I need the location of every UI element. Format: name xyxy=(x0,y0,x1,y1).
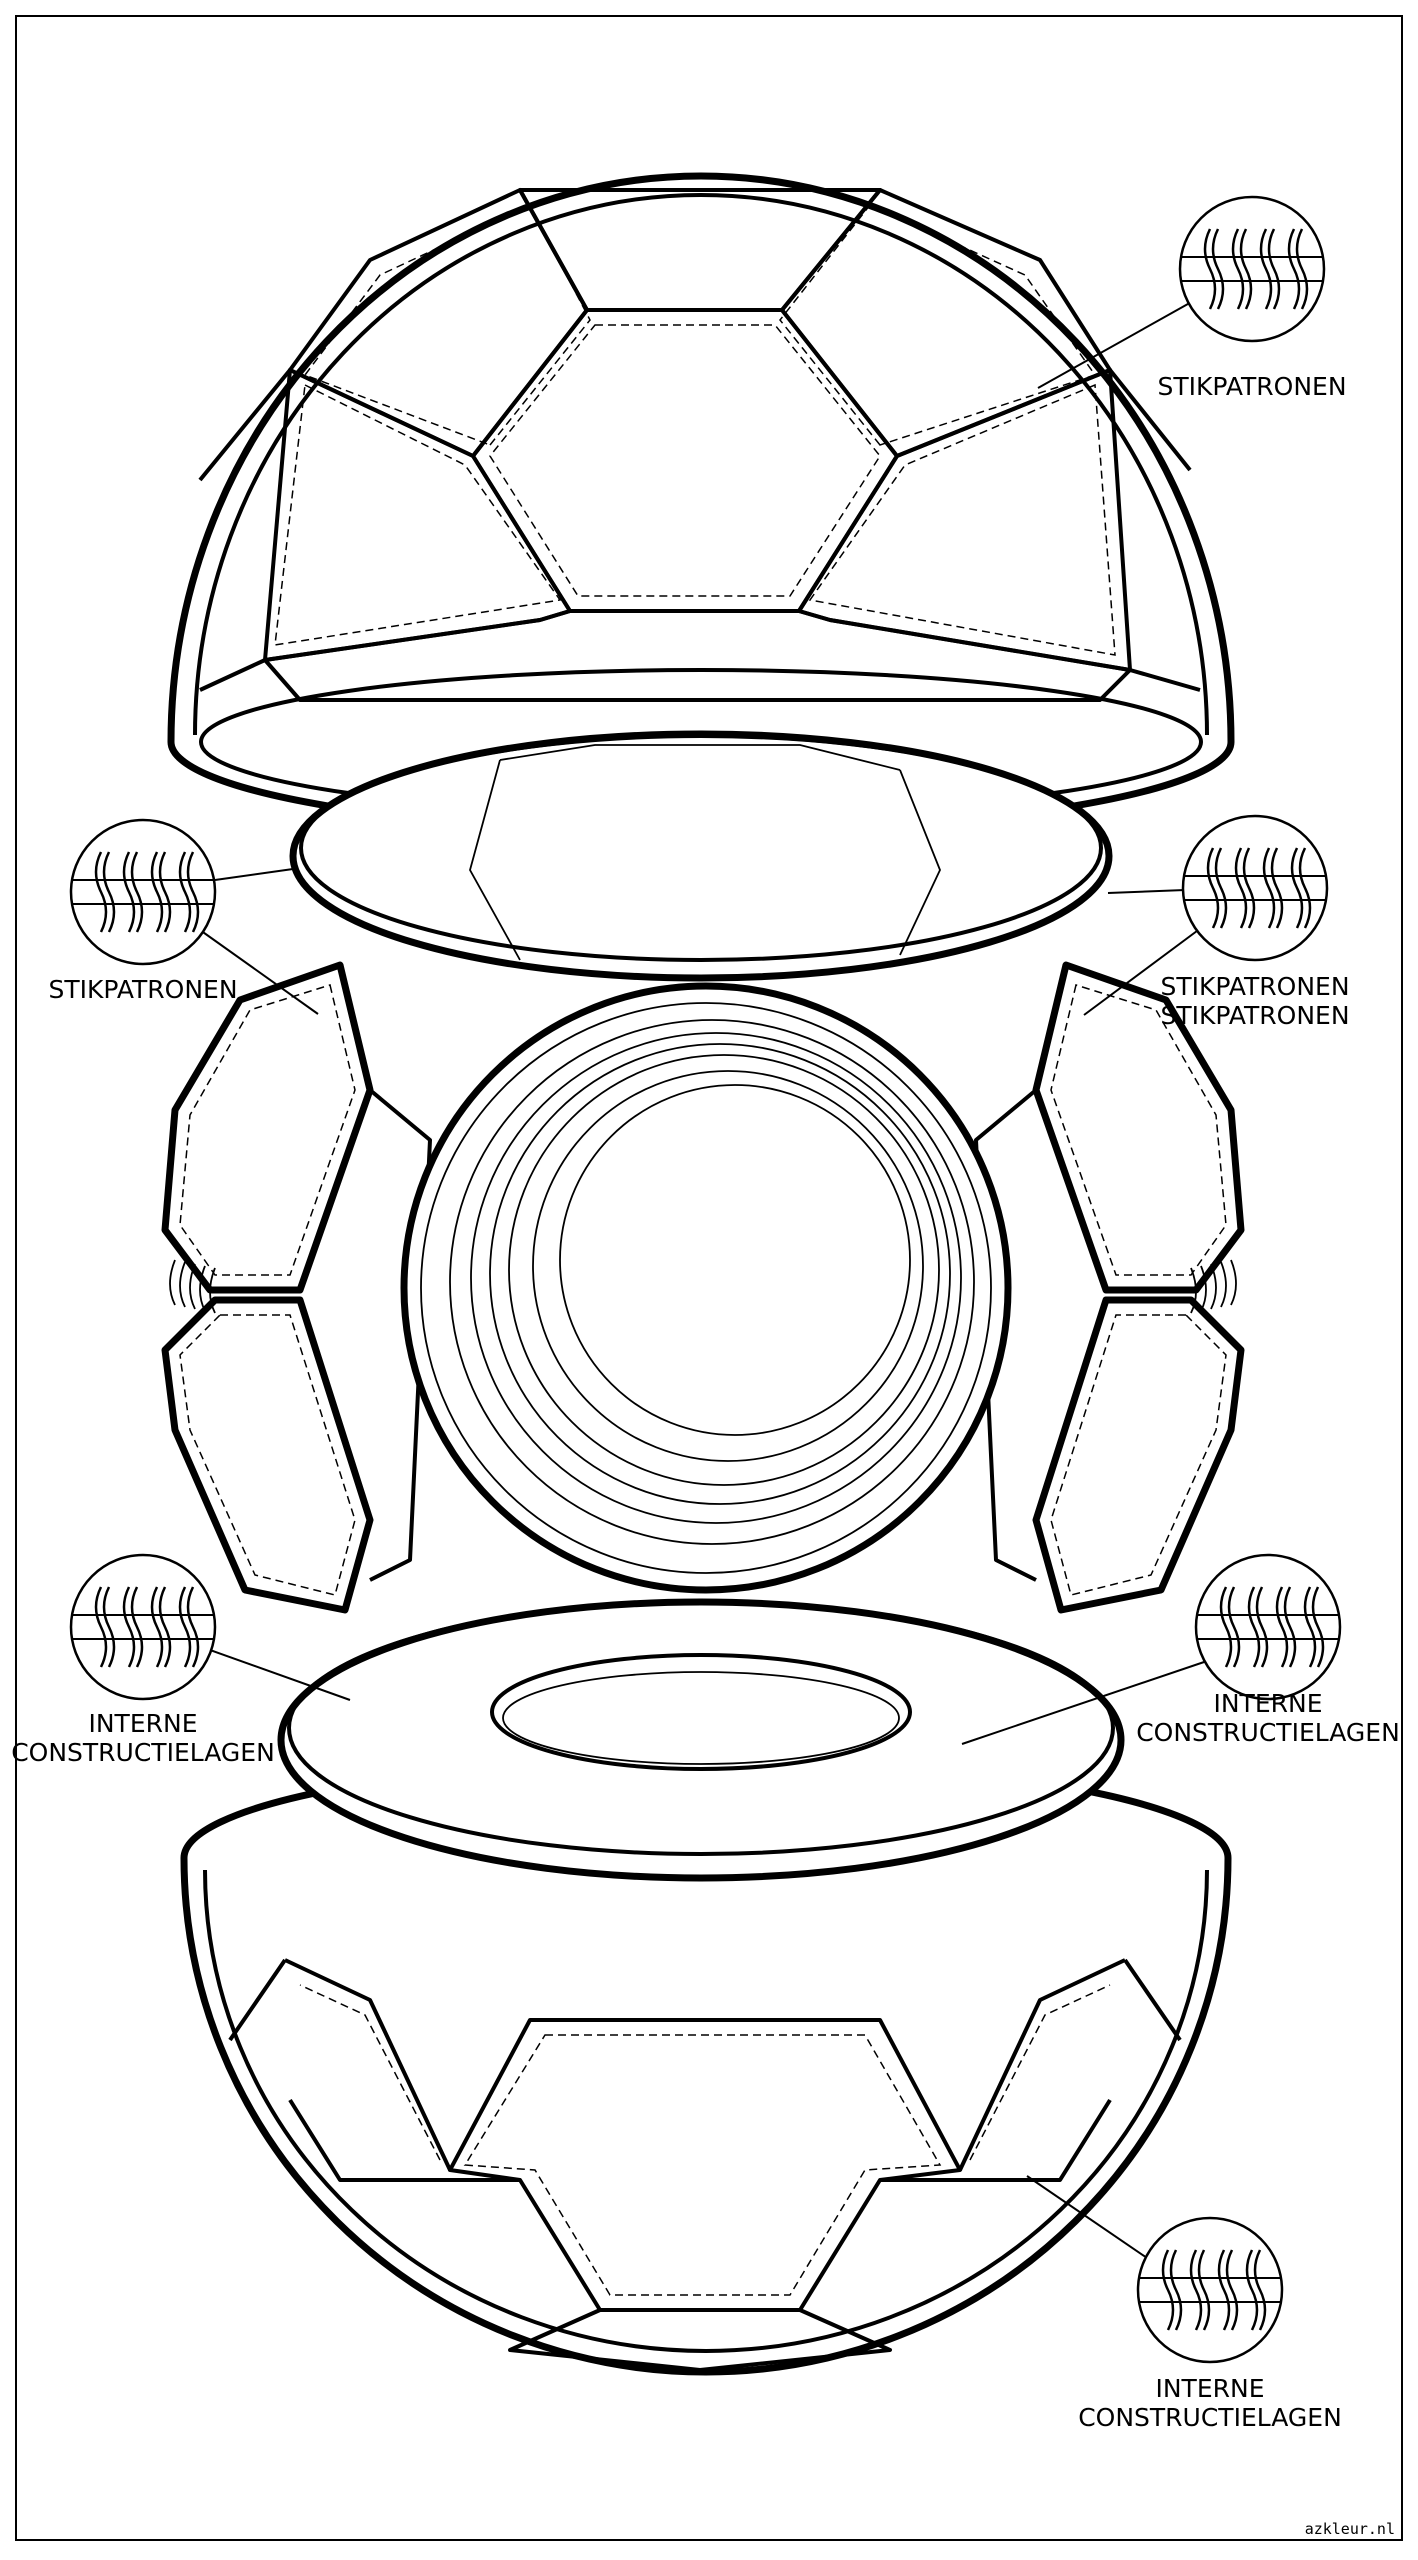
stitch-detail-icon xyxy=(69,818,217,966)
page-border xyxy=(15,15,1403,2541)
label-internal-layers-left-2: CONSTRUCTIELAGEN xyxy=(11,1738,275,1767)
stitch-detail-icon xyxy=(69,1553,217,1701)
lower-ring-disc xyxy=(277,1598,1125,1882)
label-stitch-patterns-right-1: STIKPATRONEN xyxy=(1160,972,1349,1001)
stitch-detail-icon xyxy=(1178,195,1326,343)
watermark: azkleur.nl xyxy=(1305,2520,1395,2538)
label-internal-layers-right-1: INTERNE xyxy=(1213,1689,1322,1718)
left-side-panels xyxy=(161,961,432,1614)
stitch-detail-circles xyxy=(69,195,1342,2364)
inner-bladder-sphere xyxy=(400,982,1012,1594)
top-hemisphere xyxy=(167,172,1235,836)
stitch-detail-icon xyxy=(1194,1553,1342,1701)
right-side-panels xyxy=(974,961,1245,1614)
stitch-detail-icon xyxy=(1136,2216,1284,2364)
label-stitch-patterns-left: STIKPATRONEN xyxy=(48,975,237,1004)
label-internal-layers-left-1: INTERNE xyxy=(88,1709,197,1738)
top-disc xyxy=(289,730,1113,982)
label-internal-layers-right-2: CONSTRUCTIELAGEN xyxy=(1136,1718,1400,1747)
label-internal-layers-bottom-1: INTERNE xyxy=(1155,2374,1264,2403)
stitch-detail-icon xyxy=(1181,814,1329,962)
label-internal-layers-bottom-2: CONSTRUCTIELAGEN xyxy=(1078,2403,1342,2432)
label-stitch-patterns-right-2: STIKPATRONEN xyxy=(1160,1001,1349,1030)
label-stitch-patterns-top: STIKPATRONEN xyxy=(1157,372,1346,401)
leader-lines xyxy=(199,299,1211,2261)
